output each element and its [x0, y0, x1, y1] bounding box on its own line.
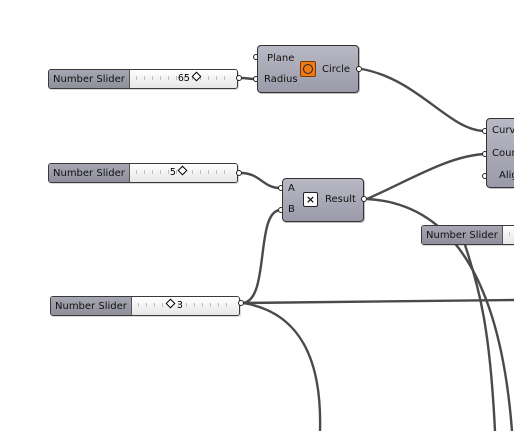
slider-value: 5	[169, 167, 176, 178]
output-label-circle: Circle	[322, 64, 351, 75]
circle-cnr-icon	[300, 61, 316, 77]
slider-output-port[interactable]	[238, 300, 244, 306]
wire-slider2-a	[240, 171, 281, 190]
input-label-b: B	[288, 204, 295, 215]
multiply-component[interactable]: A B × Result	[282, 178, 364, 222]
slider-knob-icon[interactable]	[177, 165, 188, 176]
slider-output-port[interactable]	[236, 75, 242, 81]
wire-circle-curve	[361, 67, 487, 133]
slider-label: Number Slider	[422, 226, 503, 244]
slider-knob-icon[interactable]	[165, 298, 176, 309]
slider-value: 3	[176, 300, 183, 311]
slider-track[interactable]: 5	[129, 164, 237, 182]
number-slider-b[interactable]: Number Slider 3	[50, 296, 240, 316]
divide-curve-component[interactable]: Curv Cour Alig	[486, 118, 514, 188]
wire-slider3-right	[242, 298, 514, 305]
slider-label: Number Slider	[51, 297, 132, 315]
input-label-plane: Plane	[267, 53, 295, 64]
multiply-output-port[interactable]	[361, 196, 367, 202]
output-label-result: Result	[325, 194, 356, 205]
wire-slider3-b	[242, 208, 281, 305]
slider-ticks	[135, 76, 231, 80]
slider-ticks	[137, 303, 233, 307]
slider-track[interactable]: 3	[131, 297, 239, 315]
number-slider-radius[interactable]: Number Slider 65	[48, 69, 238, 89]
number-slider-a[interactable]: Number Slider 5	[48, 163, 238, 183]
slider-label: Number Slider	[49, 164, 130, 182]
slider-label: Number Slider	[49, 70, 130, 88]
wire-result-count	[366, 152, 487, 201]
slider-value: 65	[177, 73, 190, 84]
slider-ticks	[508, 232, 514, 236]
multiply-icon: ×	[303, 192, 318, 207]
slider-knob-icon[interactable]	[191, 71, 202, 82]
slider-track[interactable]	[502, 226, 514, 244]
circle-output-port[interactable]	[356, 66, 362, 72]
input-label-a: A	[288, 183, 295, 194]
wire-result-down	[366, 197, 514, 431]
slider-output-port[interactable]	[236, 170, 242, 176]
wire-slider4-down	[463, 244, 497, 431]
input-label-align: Alig	[499, 170, 514, 181]
slider-track[interactable]: 65	[129, 70, 237, 88]
number-slider-right[interactable]: Number Slider	[421, 225, 514, 245]
circle-component[interactable]: Plane Radius Circle	[257, 45, 359, 93]
wire-slider3-down	[242, 301, 322, 431]
input-label-curve: Curv	[492, 125, 514, 136]
input-label-radius: Radius	[264, 74, 298, 85]
input-label-count: Cour	[492, 148, 514, 159]
